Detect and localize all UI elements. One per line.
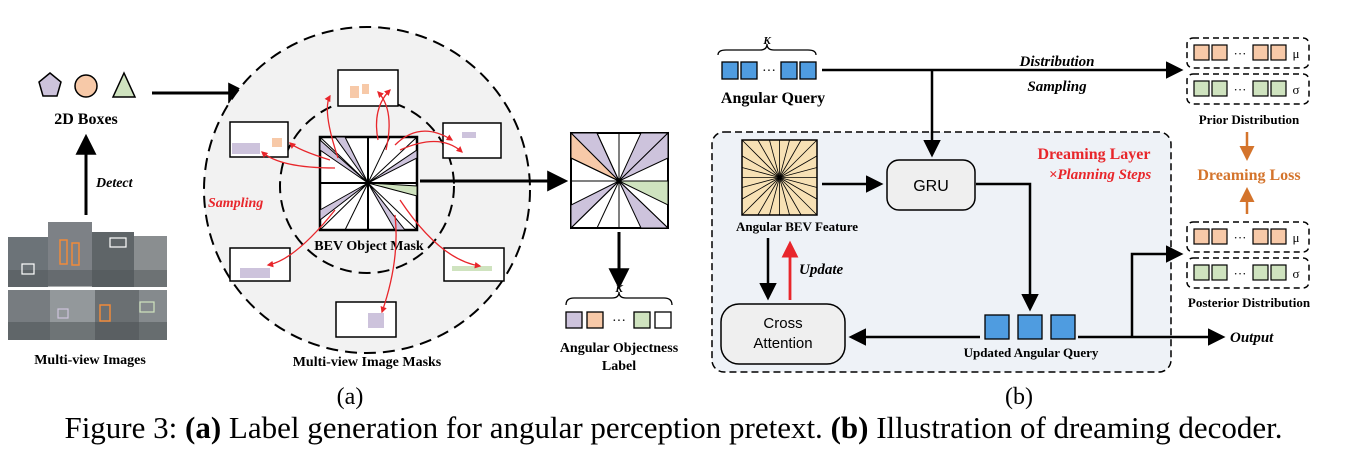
bev-radial-line <box>779 139 790 178</box>
posterior-label: Posterior Distribution <box>1188 295 1311 310</box>
cross-attention-line1: Cross <box>763 315 802 332</box>
prior-mu-box: ··· μ <box>1186 37 1310 69</box>
prior-label: Prior Distribution <box>1199 112 1300 127</box>
angular-query-label: Angular Query <box>721 90 825 107</box>
circle-icon <box>74 74 98 98</box>
objectness-label-line2: Label <box>602 359 636 374</box>
detect-label: Detect <box>95 176 134 191</box>
bev-radial-line <box>779 177 790 216</box>
svg-text:···: ··· <box>1234 230 1247 245</box>
bev-radial-line <box>779 167 818 178</box>
svg-text:···: ··· <box>612 314 626 329</box>
bev-radial-line <box>769 177 780 216</box>
posterior-mu-box: ··· μ <box>1186 221 1310 253</box>
bev-radial-line <box>741 167 780 178</box>
svg-text:···: ··· <box>1234 46 1247 61</box>
sublabel-a: (a) <box>337 384 364 410</box>
bev-radial-line <box>757 177 780 216</box>
cross-attention-box <box>720 303 846 365</box>
posterior-mu-symbol: μ <box>1293 230 1300 245</box>
caption-part-b-text: Illustration of dreaming decoder. <box>868 410 1283 445</box>
bev-radial-line <box>779 177 818 188</box>
updated-query-label: Updated Angular Query <box>964 345 1099 360</box>
svg-text:···: ··· <box>1234 266 1247 281</box>
image-mask-bottom <box>335 301 397 338</box>
angular-bev-feature <box>741 139 818 216</box>
mask-label: BEV Object Mask <box>314 239 424 254</box>
multi-view-images <box>8 222 167 340</box>
image-mask-top <box>337 69 399 107</box>
dreaming-layer-label: Dreaming Layer <box>1037 146 1150 163</box>
angular-query-vector: ··· <box>721 61 817 80</box>
gru-box <box>886 159 976 211</box>
sampling-label: Sampling <box>208 196 263 211</box>
output-label: Output <box>1230 330 1274 346</box>
k-label-b: K <box>762 35 771 47</box>
k-label-a: K <box>614 283 623 295</box>
updated-query-vector <box>984 314 1076 340</box>
objectness-label-line1: Angular Objectness <box>560 341 679 356</box>
boxes-label: 2D Boxes <box>54 111 118 128</box>
prior-sigma-symbol: σ <box>1292 82 1299 97</box>
bev-radial-line <box>779 177 818 200</box>
bev-radial-line <box>769 139 780 178</box>
k-brace-a <box>565 291 673 306</box>
bev-radial-line <box>779 155 818 178</box>
bev-radial-line <box>741 177 780 200</box>
cross-attention-line2: Attention <box>753 335 812 352</box>
prior-mu-symbol: μ <box>1293 46 1300 61</box>
update-label: Update <box>799 262 844 278</box>
bev-feature-label: Angular BEV Feature <box>736 219 858 234</box>
bev-radial-line <box>741 177 780 188</box>
bev-object-mask <box>318 135 419 232</box>
sublabel-b: (b) <box>1005 384 1033 410</box>
bev-radial-line <box>741 139 780 178</box>
gru-label: GRU <box>913 178 949 195</box>
figure-caption: Figure 3: (a) Label generation for angul… <box>0 410 1347 446</box>
triangle-icon <box>111 71 137 98</box>
sampling-arrows <box>261 89 482 314</box>
query-to-posterior-arrow <box>1130 245 1184 337</box>
distribution-sampling-label: Sampling <box>1027 79 1087 95</box>
bev-radial-line <box>779 139 818 178</box>
objectness-vector: ··· <box>565 311 672 329</box>
bev-radial-line <box>741 177 780 216</box>
posterior-sigma-symbol: σ <box>1292 266 1299 281</box>
bev-radial-line <box>779 177 802 216</box>
svg-text:···: ··· <box>762 64 776 79</box>
dreaming-loss-label: Dreaming Loss <box>1197 167 1300 184</box>
planning-steps-label: ×Planning Steps <box>1049 167 1151 183</box>
image-mask-left-bottom <box>229 247 291 282</box>
image-masks-label: Multi-view Image Masks <box>293 355 442 370</box>
bev-radial-line <box>779 139 802 178</box>
bev-radial-line <box>757 139 780 178</box>
image-mask-left-top <box>229 121 289 158</box>
bev-radial-line <box>779 177 818 216</box>
caption-part-a-tag: (a) <box>185 410 222 445</box>
caption-part-a-text: Label generation for angular perception … <box>221 410 831 445</box>
caption-part-b-tag: (b) <box>830 410 869 445</box>
angular-objectness-square <box>569 131 670 230</box>
prior-sigma-box: ··· σ <box>1186 73 1310 105</box>
caption-prefix: Figure 3: <box>64 410 186 445</box>
images-label: Multi-view Images <box>34 353 146 368</box>
image-mask-right-top <box>442 122 502 159</box>
bev-radial-line <box>741 155 780 178</box>
pentagon-icon <box>38 72 62 97</box>
distribution-label: Distribution <box>1018 54 1094 70</box>
posterior-sigma-box: ··· σ <box>1186 257 1310 289</box>
panel-a: 2D Boxes Detect Multi-view Images <box>8 26 679 410</box>
gru-to-query-arrow <box>976 182 1039 312</box>
panel-b: K ··· Angular Query Distribution Samplin… <box>711 35 1311 410</box>
k-brace-b <box>717 43 817 56</box>
svg-text:···: ··· <box>1234 82 1247 97</box>
